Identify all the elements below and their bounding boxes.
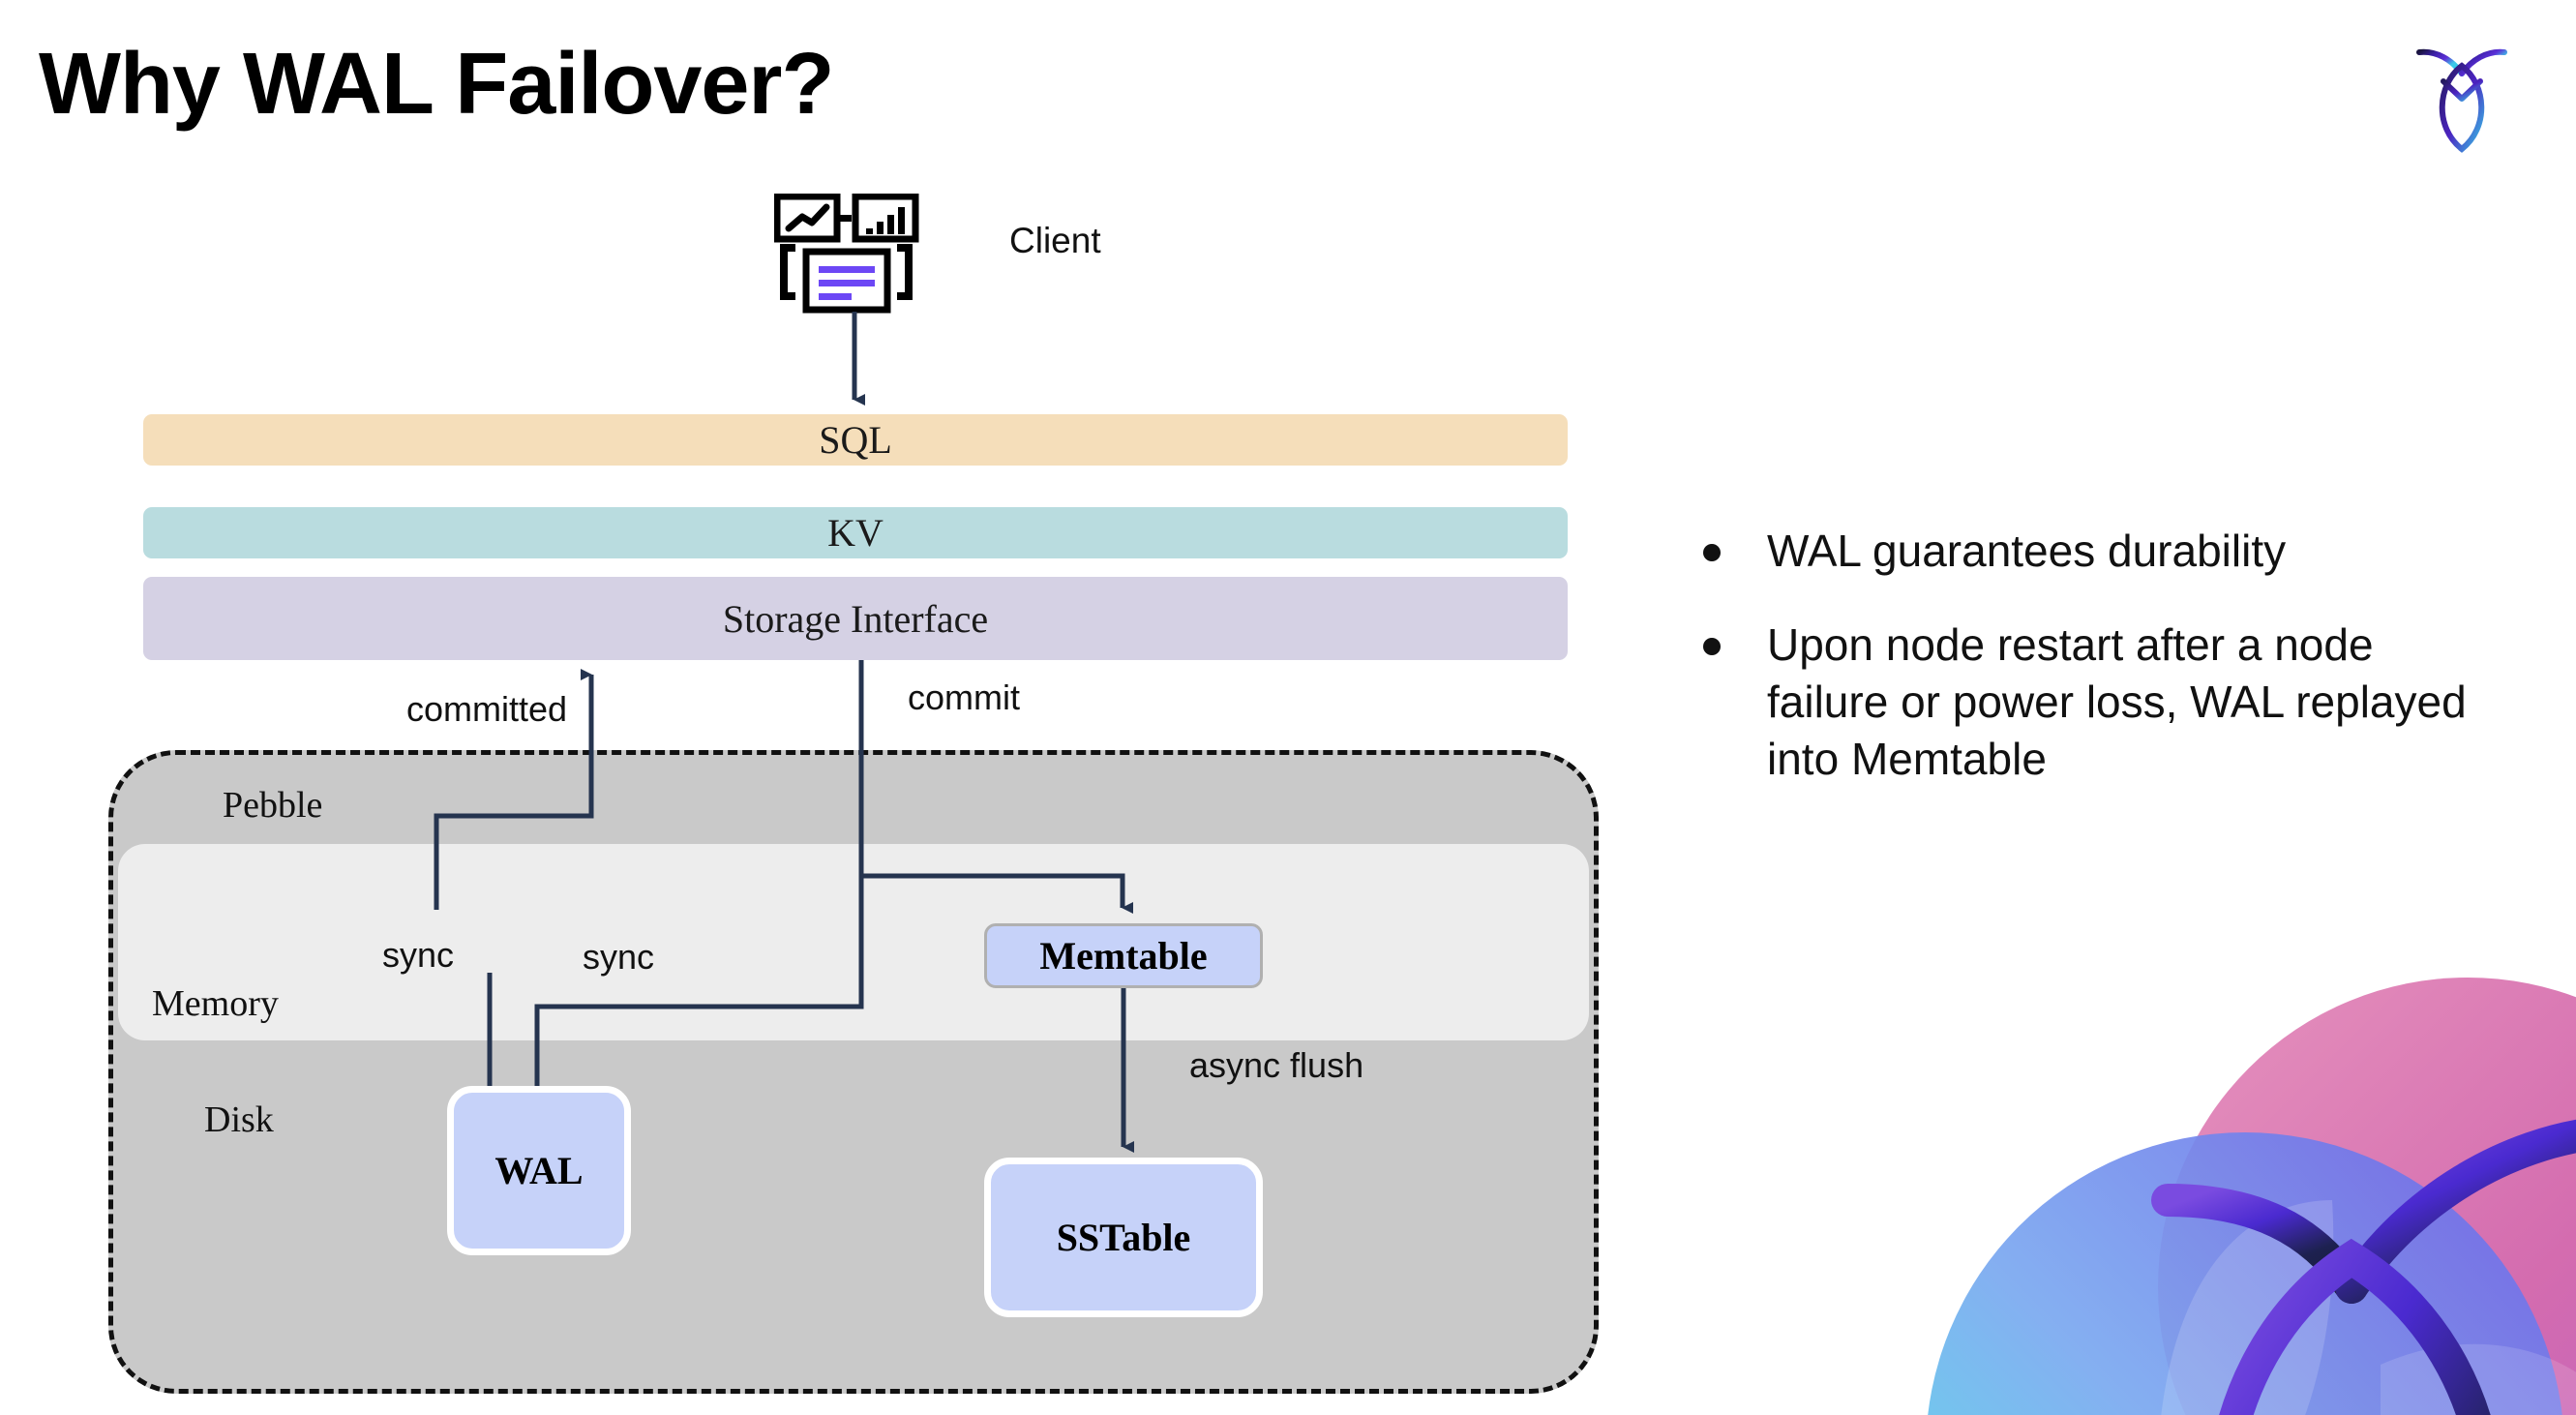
layer-label-storage: Storage Interface — [722, 596, 989, 641]
bullet-text: Upon node restart after a node failure o… — [1767, 618, 2467, 784]
layer-bar-kv: KV — [143, 507, 1568, 558]
edge-label-sync-left: sync — [382, 935, 455, 975]
layer-bar-sql: SQL — [143, 414, 1568, 466]
edge-label-sync-right: sync — [583, 937, 655, 977]
cockroachdb-logo-icon — [2404, 35, 2520, 156]
layer-label-sql: SQL — [819, 418, 892, 462]
edge-label-committed: committed — [406, 689, 568, 729]
list-item: Upon node restart after a node failure o… — [1703, 617, 2506, 788]
bullet-dot-icon — [1703, 637, 1721, 655]
node-label-sstable: SSTable — [1056, 1216, 1191, 1259]
client-dashboard-icon — [773, 193, 929, 315]
page-title: Why WAL Failover? — [39, 36, 834, 133]
client-label: Client — [1009, 221, 1101, 260]
cockroachdb-watermark-icon — [1926, 910, 2576, 1415]
node-sstable: SSTable — [984, 1158, 1263, 1317]
node-wal: WAL — [447, 1086, 631, 1255]
layer-bar-storage: Storage Interface — [143, 577, 1568, 660]
bullet-text: WAL guarantees durability — [1767, 526, 2287, 576]
memory-label: Memory — [152, 983, 279, 1024]
node-memtable: Memtable — [984, 923, 1263, 988]
node-label-wal: WAL — [494, 1149, 584, 1192]
edge-label-commit: commit — [908, 677, 1020, 717]
layer-label-kv: KV — [827, 511, 884, 555]
node-label-memtable: Memtable — [1039, 934, 1208, 978]
pebble-label: Pebble — [223, 785, 323, 826]
edge-label-async-flush: async flush — [1189, 1045, 1364, 1085]
memory-region — [118, 844, 1589, 1040]
disk-label: Disk — [204, 1099, 274, 1140]
bullet-dot-icon — [1703, 544, 1721, 561]
bullet-list: WAL guarantees durability Upon node rest… — [1703, 523, 2506, 825]
list-item: WAL guarantees durability — [1703, 523, 2506, 580]
